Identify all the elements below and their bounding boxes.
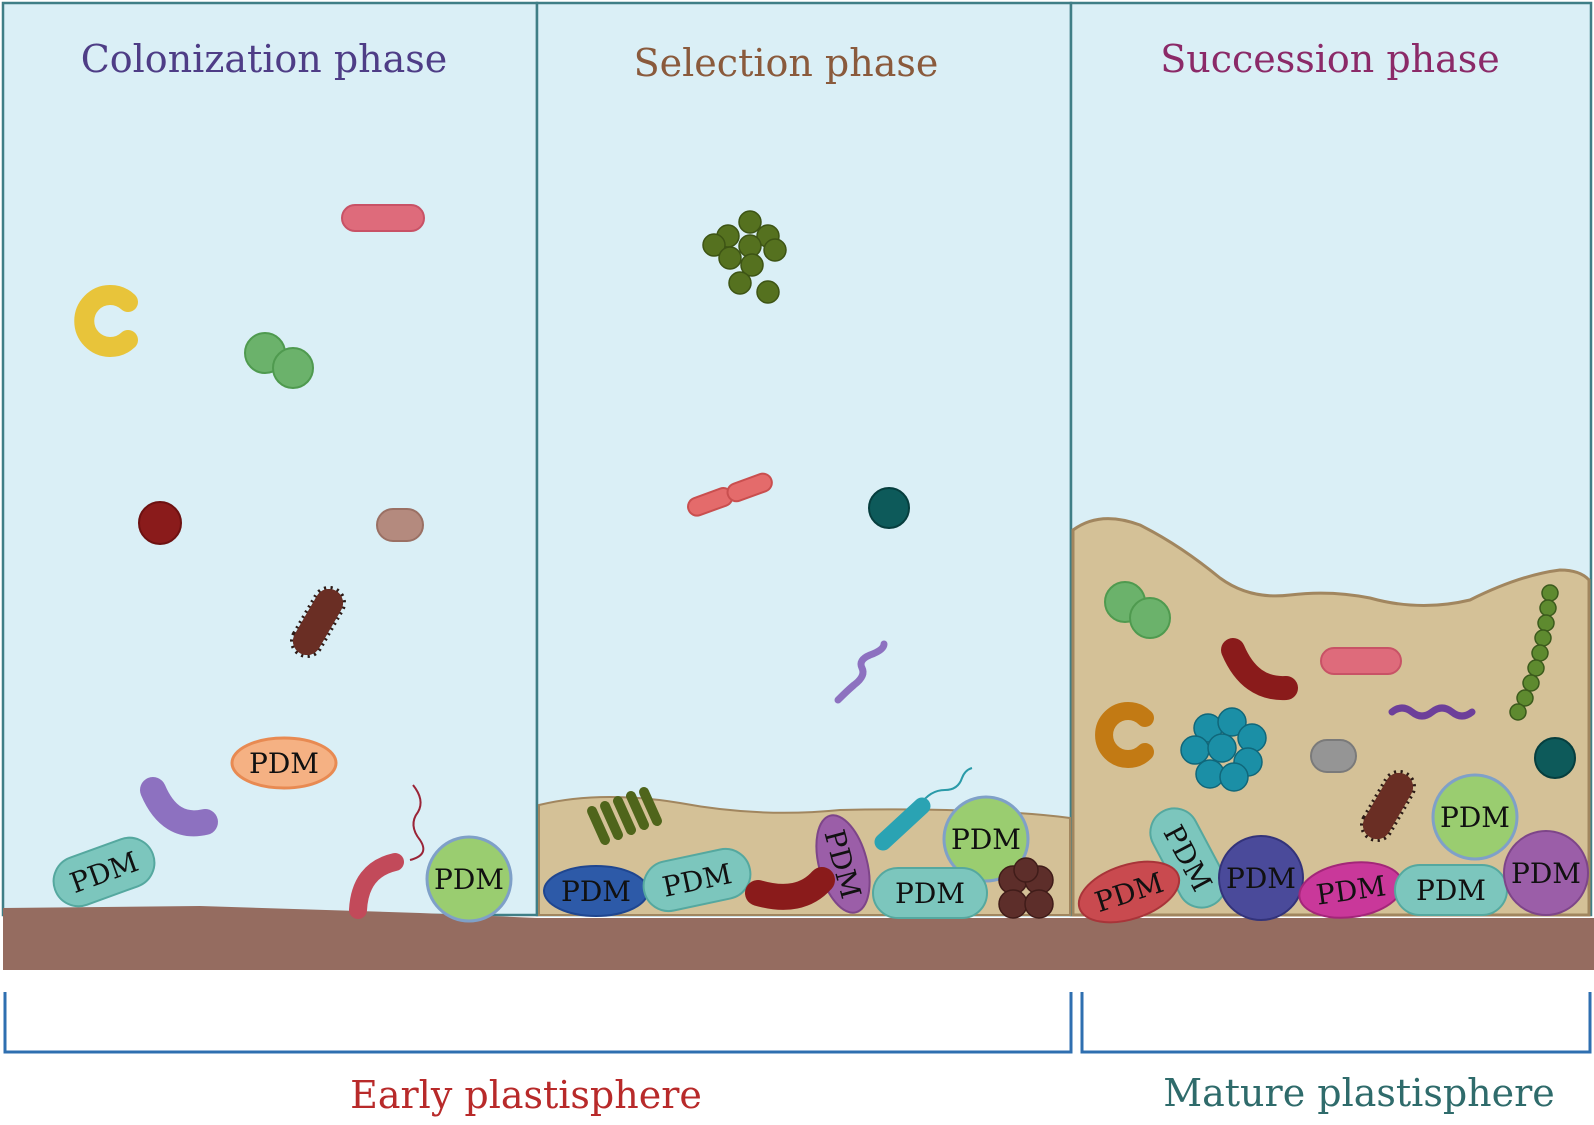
early-plastisphere-bracket [3, 992, 1073, 1054]
bacterium-red-coccus-icon [138, 501, 182, 545]
bacterium-purple-spirochete-icon [834, 640, 888, 704]
mature-plastisphere-bracket [1080, 992, 1592, 1054]
svg-text:PDM: PDM [951, 823, 1021, 856]
pdm-dark-blue-circle: PDM [1218, 835, 1304, 921]
svg-text:PDM: PDM [1440, 801, 1510, 834]
bacterium-pink-rod-icon [1320, 647, 1402, 675]
bacterium-dark-teal-coccus-icon [868, 487, 910, 529]
bacterium-purple-spirochete-icon [1388, 704, 1476, 720]
bacterium-orange-curved-icon [1095, 702, 1154, 768]
colonization-phase-title: Colonization phase [81, 37, 448, 81]
svg-text:PDM: PDM [434, 863, 504, 896]
svg-text:PDM: PDM [561, 875, 631, 908]
pdm-teal-capsule: PDM [642, 847, 752, 913]
bacterium-olive-cluster-icon [702, 210, 787, 304]
pdm-teal-capsule: PDM [1394, 864, 1508, 916]
succession-phase-title: Succession phase [1160, 37, 1500, 81]
bacterium-tan-rod-icon [376, 508, 424, 542]
bacterium-olive-stacked-rods-icon [587, 787, 662, 845]
svg-text:PDM: PDM [249, 747, 319, 780]
svg-text:PDM: PDM [1416, 874, 1486, 907]
bacterium-purple-curved-rod-icon [140, 777, 218, 837]
bacterium-chained-red-rod-icon [687, 472, 773, 517]
bacterium-flagellated-red-spirillum-icon [349, 784, 425, 919]
bacterium-gray-rod-icon [1310, 739, 1357, 773]
early-plastisphere-label: Early plastisphere [350, 1073, 702, 1117]
pdm-orange-capsule: PDM [230, 736, 338, 790]
pdm-green-circle: PDM [1431, 773, 1519, 861]
bacterium-dark-red-curved-rod-icon [1221, 638, 1298, 701]
svg-text:PDM: PDM [1226, 862, 1296, 895]
pdm-red-oval: PDM [1077, 860, 1181, 924]
pdm-teal-capsule: PDM [872, 867, 988, 919]
pdm-green-circle: PDM [425, 835, 513, 923]
bacterium-dark-red-curved-rod-icon [745, 867, 835, 910]
pdm-green-circle: PDM [942, 795, 1030, 883]
bacterium-dark-teal-coccus-icon [1534, 737, 1576, 779]
svg-text:PDM: PDM [895, 877, 965, 910]
bacterium-yellow-curved-icon [74, 285, 138, 357]
bacterium-teal-cluster-icon [1180, 707, 1267, 792]
plastic-surface [3, 906, 1594, 970]
bacterium-flagellated-brown-rod-icon [290, 585, 346, 659]
pdm-magenta-oval: PDM [1298, 861, 1404, 919]
bacterium-brown-tetrad-icon [998, 857, 1054, 919]
pdm-blue-oval: PDM [543, 865, 649, 917]
bacterium-flagellated-brown-rod-icon [1360, 769, 1416, 843]
selection-phase-title: Selection phase [634, 41, 939, 85]
selection-panel [535, 1, 1073, 917]
bacterium-pink-rod-icon [341, 204, 425, 232]
svg-text:PDM: PDM [1511, 857, 1581, 890]
bacterium-flagellated-teal-rod-icon [874, 767, 973, 851]
bacterium-green-diplococcus-icon [1104, 581, 1171, 639]
bacterium-green-diplococcus-icon [244, 332, 314, 389]
pdm-purple-circle: PDM [1503, 830, 1589, 916]
bacterium-green-streptococcus-chain-icon [1509, 584, 1559, 721]
mature-plastisphere-label: Mature plastisphere [1163, 1071, 1555, 1115]
